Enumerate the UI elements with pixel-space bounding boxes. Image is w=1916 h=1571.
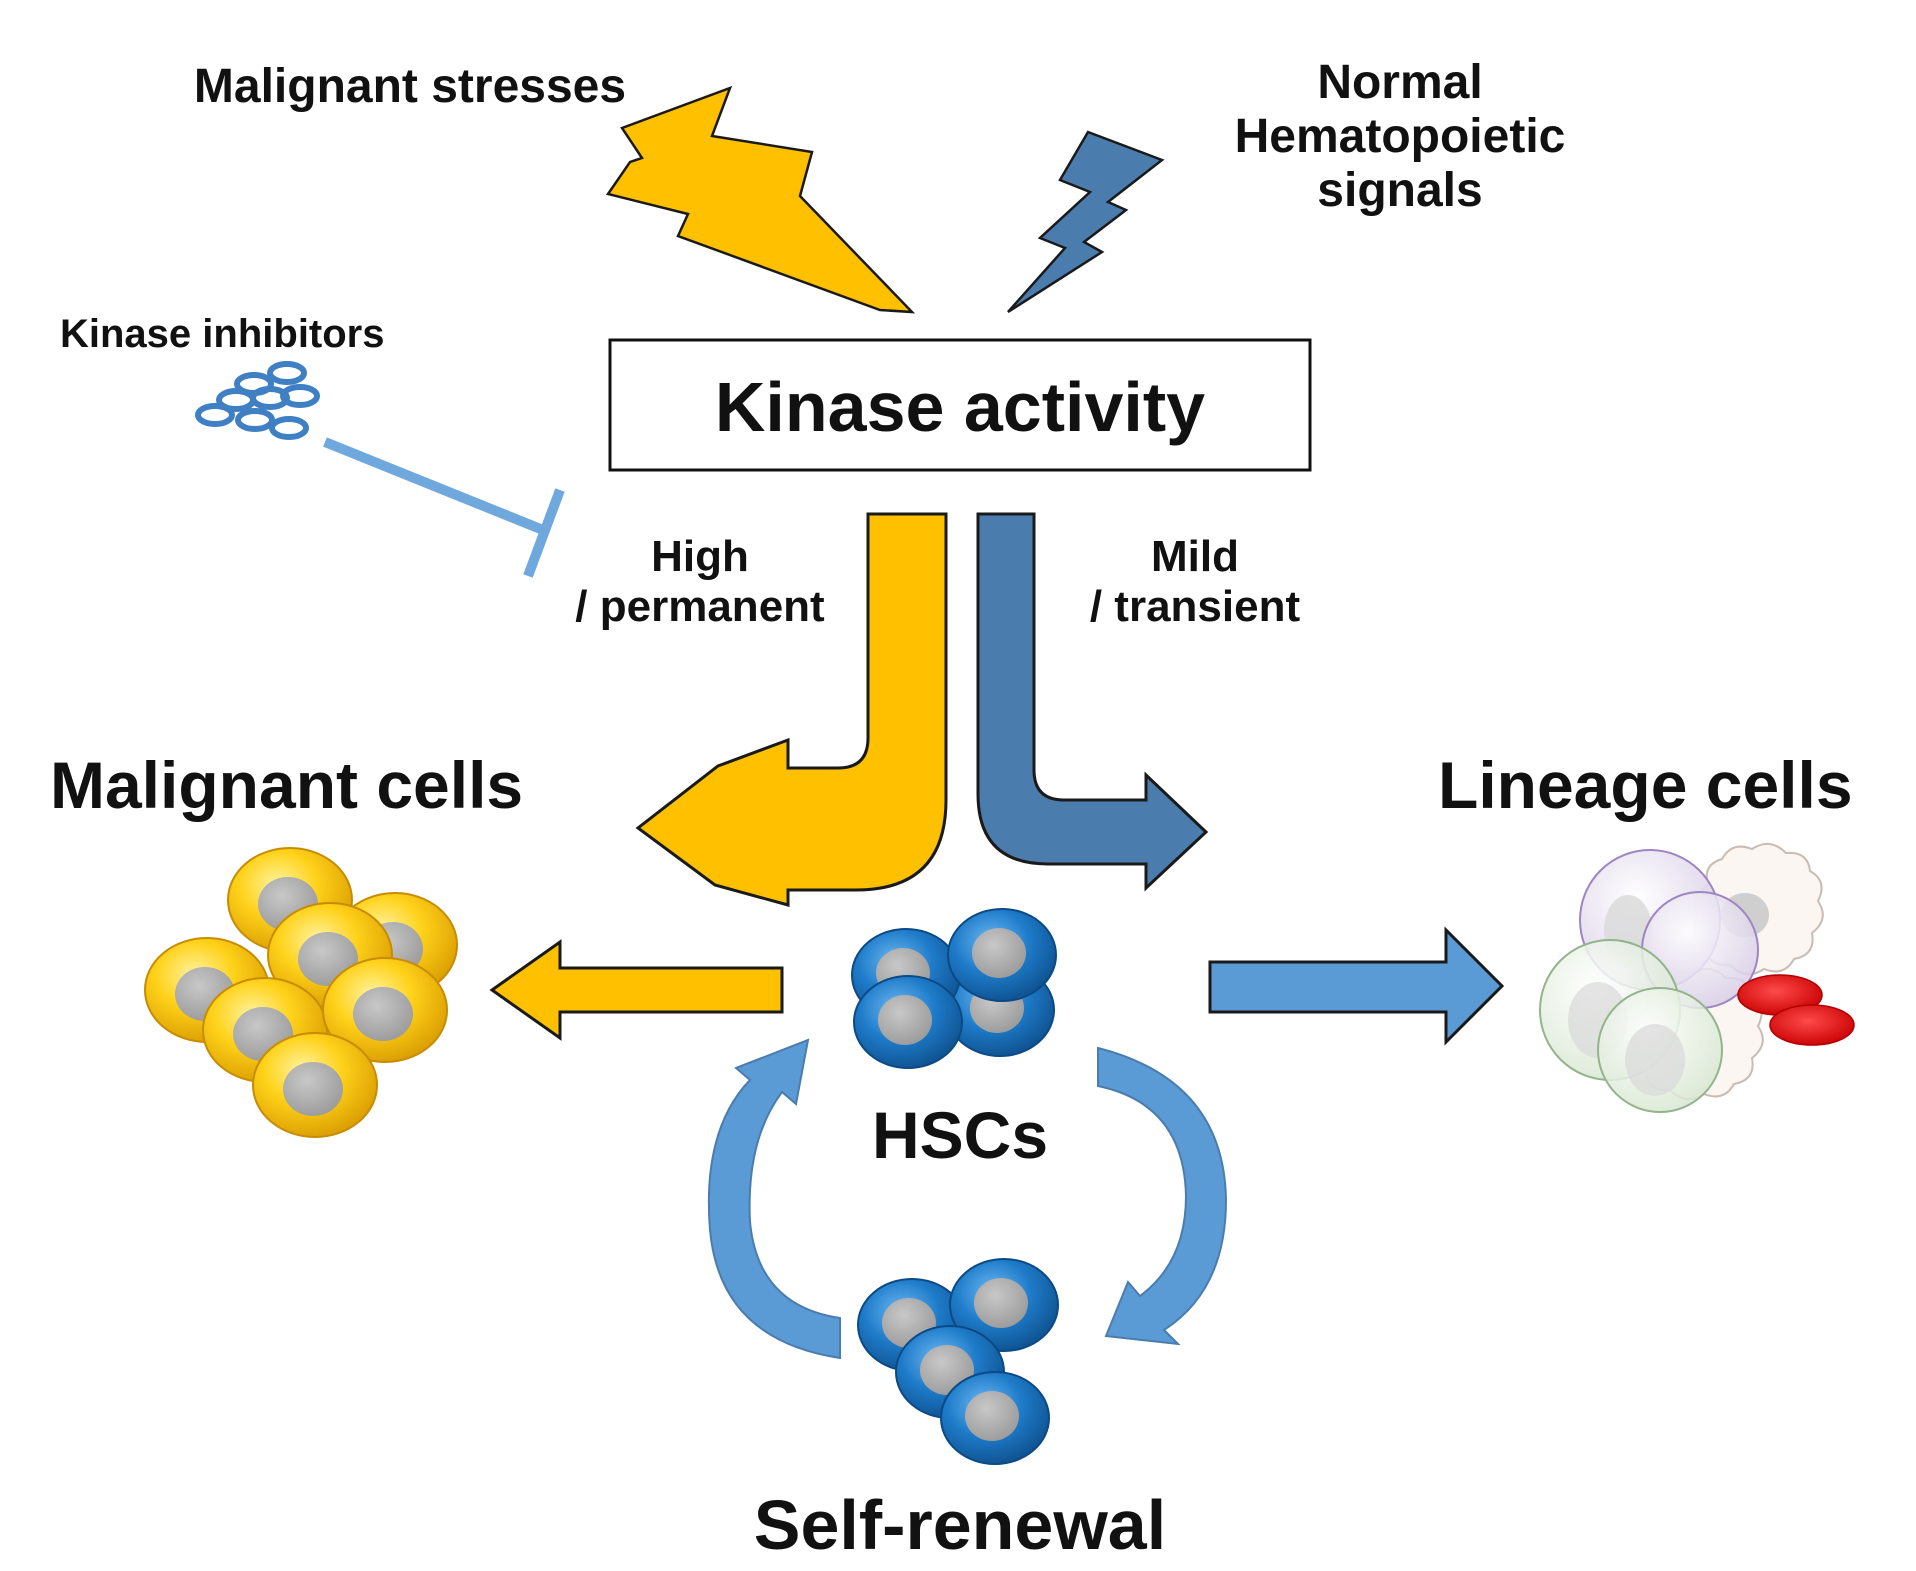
malignant-cells-cluster-icon [144, 847, 458, 1138]
normal-signal-bolt-icon [1007, 130, 1165, 314]
kinase-activity-box [608, 338, 1312, 472]
high-permanent-line-2: / permanent [575, 581, 825, 631]
malignant-stress-bolt-icon [605, 85, 916, 314]
normal-signals-line-2: Hematopoietic [1234, 110, 1566, 164]
self-renewal-label: Self-renewal [753, 1486, 1167, 1564]
malignant-cells-label: Malignant cells [50, 748, 524, 822]
malignant-stresses-label: Malignant stresses [193, 60, 627, 113]
mild-transient-label: Mild / transient [1060, 532, 1330, 631]
lineage-cells-label: Lineage cells [1438, 748, 1853, 822]
hsc-cluster-icon [851, 908, 1057, 1069]
mild-transient-line-2: / transient [1089, 581, 1301, 631]
to-lineage-cells-arrow [1208, 926, 1505, 1046]
normal-signals-label: Normal Hematopoietic signals [1180, 56, 1620, 219]
hscs-label: HSCs [871, 1098, 1049, 1172]
mild-transient-arrow [976, 512, 1209, 892]
normal-signals-line-1: Normal [1317, 56, 1483, 109]
lineage-cells-cluster-icon [1539, 842, 1855, 1113]
to-malignant-cells-arrow [489, 939, 784, 1041]
self-renewal-arrow-left [707, 1038, 841, 1360]
kinase-inhibitor-molecules-icon [195, 361, 320, 440]
mild-transient-line-1: Mild [1151, 532, 1239, 581]
self-renewal-arrow-right [1097, 1046, 1228, 1346]
high-permanent-label: High / permanent [555, 532, 845, 631]
normal-signals-line-3: signals [1317, 164, 1483, 218]
kinase-inhibitors-label: Kinase inhibitors [60, 312, 385, 356]
high-permanent-arrow [635, 512, 948, 907]
kinase-activity-label: Kinase activity [714, 368, 1206, 446]
high-permanent-line-1: High [651, 532, 749, 581]
inhibition-t-bar-icon [323, 437, 565, 578]
red-blood-cells-icon [1737, 974, 1855, 1046]
self-renewal-hsc-cluster-icon [857, 1258, 1059, 1465]
